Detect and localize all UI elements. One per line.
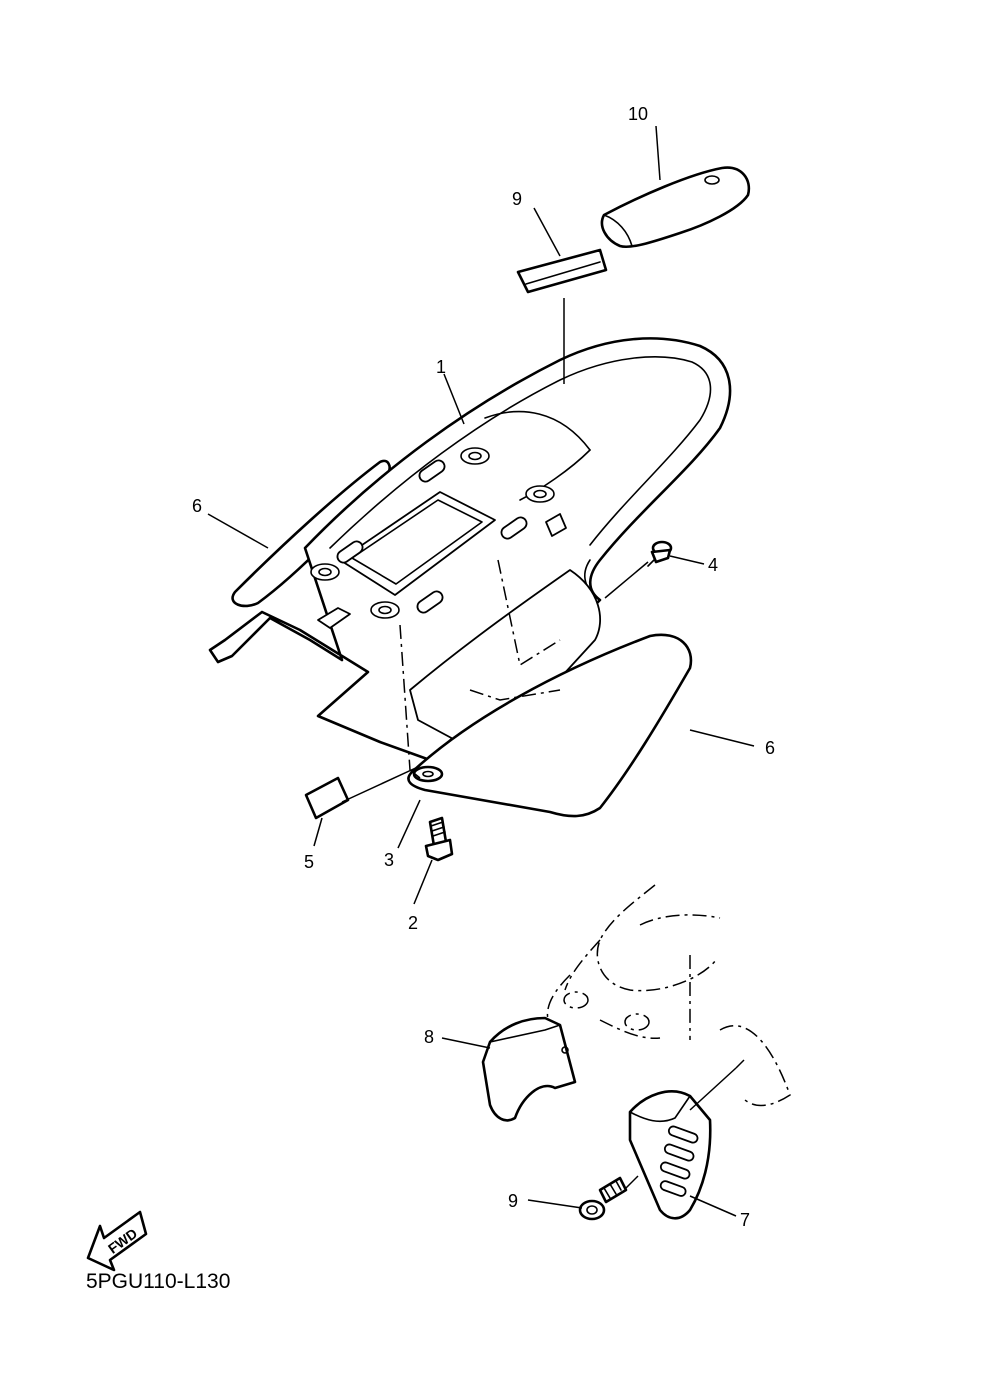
part-5-pad: [304, 776, 350, 820]
diagram-code: 5PGU110-L130: [86, 1270, 231, 1293]
callout-11: 10: [628, 104, 648, 124]
callout-4: 4: [708, 555, 718, 575]
part-9-bolt: [578, 1176, 628, 1221]
callout-8: 8: [424, 1027, 434, 1047]
callout-5: 5: [304, 852, 314, 872]
part-6-pad-right: [407, 633, 693, 818]
part-1-rear-fender: [208, 337, 732, 762]
frame-phantom: [546, 884, 791, 1107]
part-3-washer: [412, 765, 444, 783]
callout-labels: 10 9 1 6 4 6 5 3 2 8 9 7: [192, 104, 775, 1230]
callout-9: 9: [508, 1191, 518, 1211]
part-4-screw: [647, 540, 673, 567]
callout-7: 7: [740, 1210, 750, 1230]
callout-1: 1: [436, 357, 446, 377]
callout-10: 9: [512, 189, 522, 209]
part-10-label: [516, 248, 608, 294]
leader-lines: [207, 125, 755, 1217]
callout-2: 2: [408, 913, 418, 933]
part-2-bolt: [424, 816, 454, 862]
callout-6-right: 6: [765, 738, 775, 758]
fwd-arrow-icon: FWD: [86, 1210, 148, 1272]
callout-6-left: 6: [192, 496, 202, 516]
part-8-bracket: [481, 1016, 577, 1122]
part-7-guard: [628, 1090, 712, 1220]
part-11-cover: [600, 166, 751, 249]
callout-3: 3: [384, 850, 394, 870]
